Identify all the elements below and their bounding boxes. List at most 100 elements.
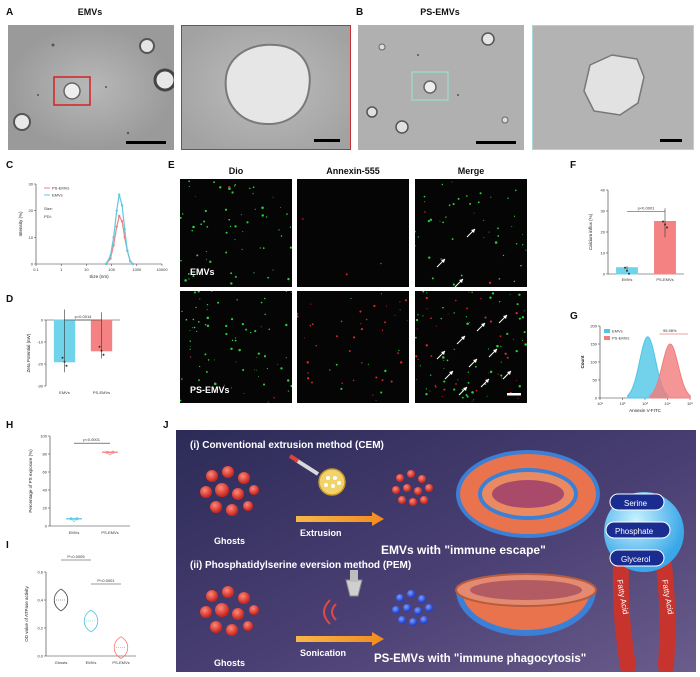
ps-emv-membrane-illustration [455, 573, 597, 636]
green-signal [258, 376, 259, 378]
y-tick-label: 0 [41, 318, 44, 323]
green-signal [415, 245, 416, 247]
red-signal [475, 389, 478, 392]
serine-label: Serine [624, 499, 648, 508]
green-signal [203, 220, 206, 223]
green-signal [207, 359, 210, 361]
green-signal [424, 201, 426, 203]
fluor-ps-emvs-merge [415, 291, 527, 403]
green-signal [285, 357, 287, 359]
red-signal [434, 384, 436, 387]
green-signal [225, 231, 228, 234]
red-signal [443, 388, 446, 391]
fluor-emvs-annexin [297, 179, 409, 287]
green-signal [446, 359, 449, 362]
extrusion-label: Extrusion [300, 528, 342, 538]
y-tick-label: 60 [43, 470, 48, 475]
red-signal [435, 325, 437, 327]
y-axis-label: Calcium influx (%) [588, 213, 593, 250]
gate-percentage: 95.98% [663, 328, 677, 333]
green-signal [423, 195, 426, 198]
green-signal [440, 258, 442, 260]
red-signal [524, 342, 526, 344]
data-point [662, 220, 664, 223]
green-signal [285, 291, 288, 292]
green-signal [452, 283, 455, 286]
data-point [105, 450, 109, 454]
ghost-cells-row1 [200, 466, 259, 516]
green-signal [254, 329, 257, 333]
green-signal [509, 294, 511, 295]
arrow-head [473, 359, 477, 363]
schematic-svg: (i) Conventional extrusion method (CEM) … [176, 430, 696, 674]
red-signal [236, 298, 239, 301]
red-signal [309, 325, 312, 327]
green-signal [187, 272, 190, 275]
x-tick-label: 10¹ [597, 401, 603, 406]
y-tick-label: 100 [40, 434, 47, 439]
y-tick-label: 100 [590, 360, 597, 365]
red-signal [516, 380, 517, 382]
green-signal [427, 220, 431, 223]
green-signal [502, 254, 505, 257]
red-signal [424, 211, 426, 213]
x-axis-label: Annexin V-FITC [629, 408, 662, 413]
green-signal [491, 292, 495, 295]
green-signal [425, 388, 427, 390]
green-signal [230, 282, 233, 285]
green-signal [513, 215, 516, 217]
data-point [102, 353, 105, 356]
x-tick-label: PS-EMVs [101, 530, 118, 535]
green-signal [240, 214, 242, 216]
phospholipid-molecule-illustration [604, 492, 684, 674]
data-point [115, 209, 118, 212]
green-signal [205, 258, 208, 260]
red-signal [360, 327, 364, 331]
violin-ps-emvs [113, 636, 129, 659]
green-signal [228, 218, 231, 221]
x-tick-label: EMVs [69, 530, 80, 535]
ghosts-label-2: Ghosts [214, 658, 245, 668]
green-signal [521, 316, 525, 319]
y-tick-label: 0 [603, 272, 606, 277]
green-signal [442, 306, 444, 309]
extruder-icon [288, 454, 346, 496]
data-point [129, 260, 132, 263]
green-signal [180, 259, 182, 262]
green-signal [286, 213, 288, 215]
y-axis-label: Count [580, 355, 585, 368]
green-signal [448, 204, 451, 207]
green-signal [466, 322, 469, 325]
y-tick-label: 0.2 [37, 626, 43, 631]
red-signal [489, 320, 493, 323]
green-signal [375, 400, 377, 402]
glycerol-label: Glycerol [621, 555, 651, 564]
green-signal [225, 251, 228, 254]
green-signal [477, 201, 480, 204]
red-signal [430, 317, 432, 320]
panel-label-b: B [356, 7, 364, 18]
red-signal [484, 316, 487, 319]
data-point [117, 214, 121, 218]
green-signal [230, 347, 233, 351]
y-tick-label: 80 [43, 452, 48, 457]
green-signal [278, 229, 280, 231]
red-signal [340, 320, 343, 323]
data-point [100, 349, 103, 352]
x-tick-label: EMVs [59, 390, 70, 395]
legend-label: EMVs [52, 193, 63, 198]
red-signal [390, 380, 393, 383]
sonication-label: Sonication [300, 648, 346, 658]
y-tick-label: 20 [601, 230, 606, 235]
data-point [117, 193, 121, 196]
green-signal [189, 348, 191, 350]
x-tick-label: EMVs [86, 660, 97, 665]
data-point [72, 518, 76, 522]
green-signal [451, 181, 453, 183]
red-signal [394, 314, 396, 316]
green-signal [213, 181, 215, 184]
x-tick-label: 10³ [642, 401, 648, 406]
